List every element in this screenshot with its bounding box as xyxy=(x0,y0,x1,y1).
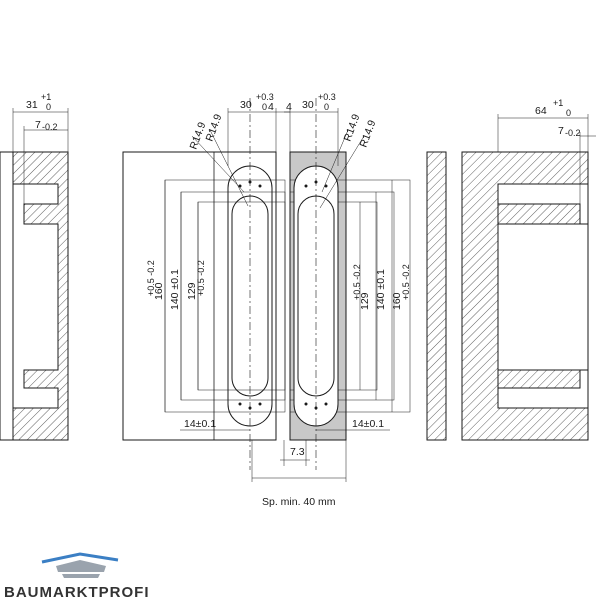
right-dim-140: 140 ±0.1 xyxy=(375,269,387,310)
right-dim-30-tol-lower: 0 xyxy=(324,102,329,112)
right-dim-160: 160 xyxy=(391,292,403,310)
right-dim-30: 30 xyxy=(302,99,314,111)
left-dim-31: 31 xyxy=(26,99,38,111)
front-view-left: 30 +0.3 0 4 R14.9 R14.9 160 +0.5 -0.2 14… xyxy=(122,92,290,470)
right-dim-14: 14±0.1 xyxy=(352,418,384,430)
right-dim-64: 64 xyxy=(535,105,547,117)
right-dim-7-tol: -0.2 xyxy=(565,128,581,138)
left-section-view: 31 +1 0 7 -0.2 xyxy=(0,92,69,441)
left-door-panel xyxy=(122,151,277,441)
left-dim-129: 129 xyxy=(186,282,198,300)
left-dim-31-tol-upper: +1 xyxy=(41,92,51,102)
right-radius-inner: R14.9 xyxy=(358,118,379,149)
roof-logo-icon xyxy=(41,552,119,578)
right-dim-129-tol: +0.5 -0.2 xyxy=(352,264,362,300)
left-dim-31-tol-lower: 0 xyxy=(46,102,51,112)
left-dim-14: 14±0.1 xyxy=(184,418,216,430)
left-dim-30-tol-upper: +0.3 xyxy=(256,92,274,102)
right-dim-64-tol-lower: 0 xyxy=(566,108,571,118)
left-dim-30: 30 xyxy=(240,99,252,111)
left-dim-160-tol: +0.5 -0.2 xyxy=(146,260,156,296)
left-hatched-profile xyxy=(12,151,69,441)
right-frame-hatched xyxy=(426,151,447,441)
front-view-right: 4 30 +0.3 0 R14.9 R14.9 129 +0.5 -0.2 14… xyxy=(251,92,411,508)
right-dim-160-tol: +0.5 -0.2 xyxy=(401,264,411,300)
brand-logo: BAUMARKTPROFI xyxy=(4,552,150,600)
left-radius-inner: R14.9 xyxy=(204,112,225,143)
left-dim-140: 140 ±0.1 xyxy=(169,269,181,310)
left-dim-4: 4 xyxy=(268,101,274,113)
left-dim-7: 7 xyxy=(35,119,41,131)
left-milling-outline-160 xyxy=(164,179,286,413)
right-dim-64-tol-upper: +1 xyxy=(553,98,563,108)
spacing-note: Sp. min. 40 mm xyxy=(262,496,336,508)
left-dim-30-tol-lower: 0 xyxy=(262,102,267,112)
left-dim-7-tol: -0.2 xyxy=(42,122,58,132)
right-dim-7: 7 xyxy=(558,125,564,137)
left-frame-strip xyxy=(0,151,14,441)
right-section-view: 64 +1 0 7 -0.2 xyxy=(426,98,596,441)
right-dim-4: 4 xyxy=(286,101,292,113)
right-dim-30-tol-upper: +0.3 xyxy=(318,92,336,102)
right-dim-7-3: 7.3 xyxy=(290,446,305,458)
right-dim-129: 129 xyxy=(359,292,371,310)
brand-name: BAUMARKTPROFI xyxy=(4,584,150,600)
left-dim-160: 160 xyxy=(153,282,165,300)
left-dim-129-tol: +0.5 -0.2 xyxy=(196,260,206,296)
